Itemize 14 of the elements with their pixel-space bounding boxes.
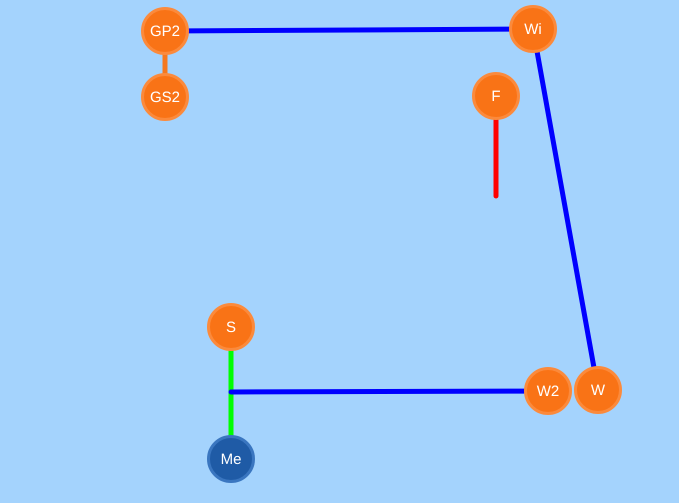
connector-line [186,26,512,34]
connector-line [228,388,526,394]
connector-line [494,118,498,198]
circle-node: GS2 [141,73,189,121]
connector-line [162,52,168,76]
circle-node: GP2 [141,7,189,55]
circle-node: F [472,72,520,120]
circle-node: Wi [509,5,557,53]
connector-line [534,50,596,369]
circle-node: S [207,303,255,351]
circle-node: W2 [524,367,572,415]
circle-node: Me [207,435,255,483]
circle-node: W [574,366,622,414]
connector-line [228,348,234,438]
